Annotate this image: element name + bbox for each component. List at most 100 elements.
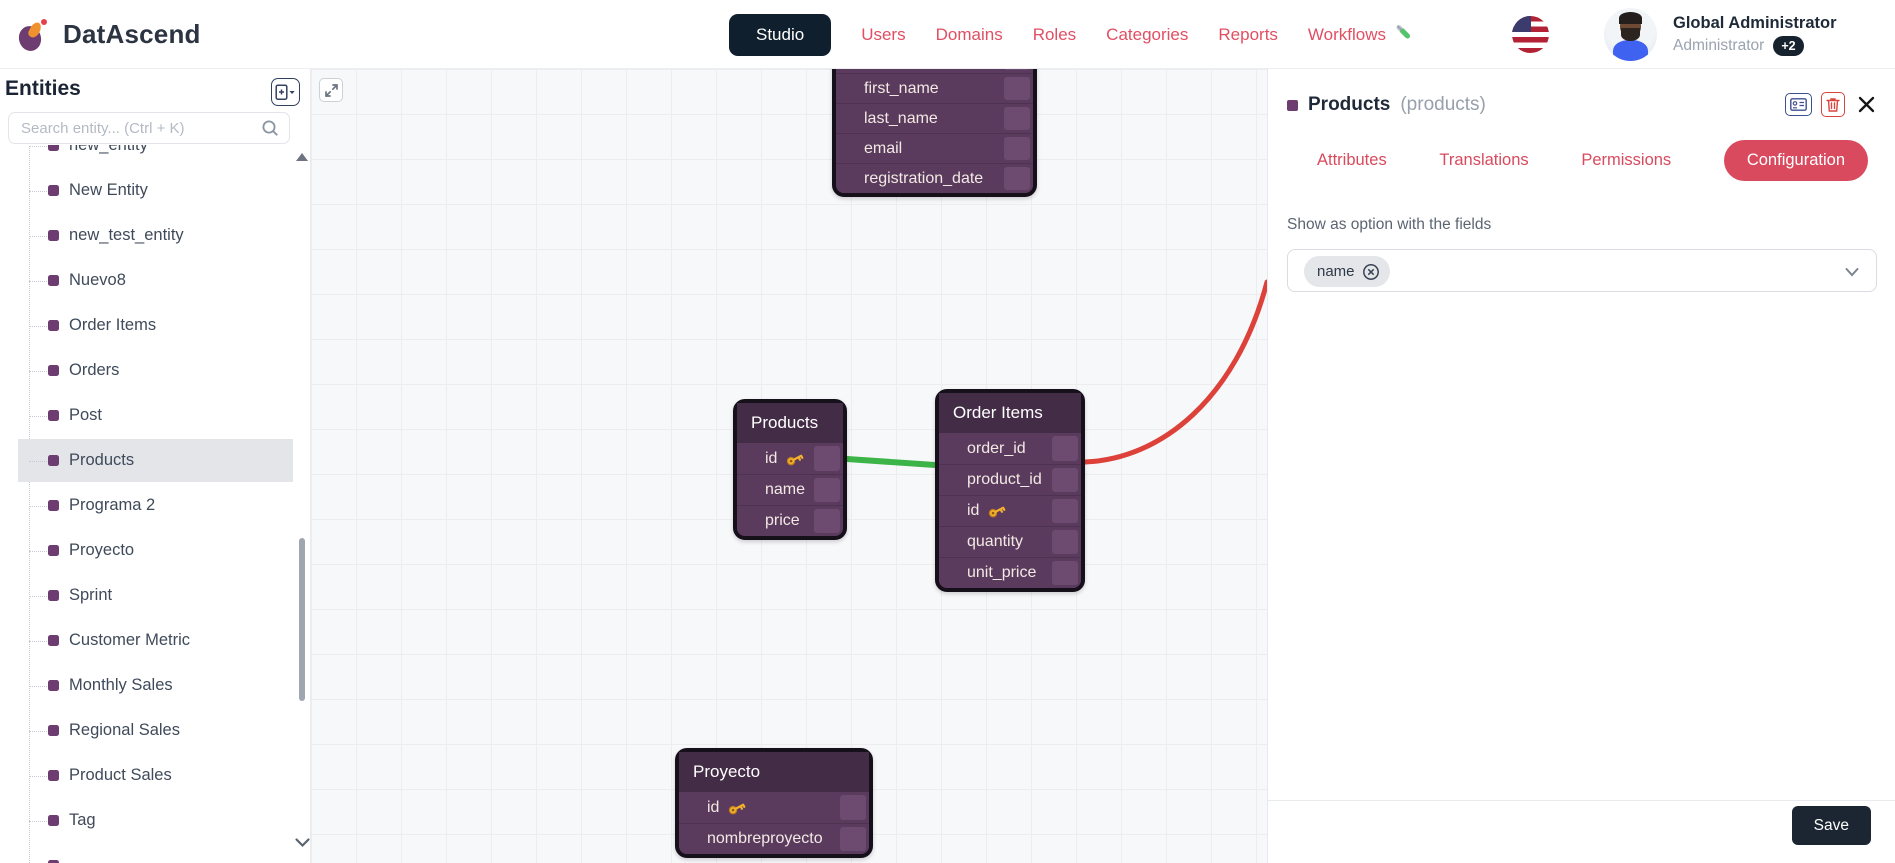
nav-domains[interactable]: Domains [936, 25, 1003, 45]
entity-bullet-icon [48, 815, 59, 826]
selected-field-chip[interactable]: name [1304, 256, 1390, 287]
table-title: Proyecto [679, 752, 869, 792]
entity-search-input[interactable] [21, 113, 251, 143]
fields-multiselect[interactable]: name [1287, 249, 1877, 292]
sidebar-item-regional-sales[interactable]: Regional Sales [0, 708, 310, 753]
entity-label: Proyecto [69, 541, 135, 559]
nav-reports[interactable]: Reports [1218, 25, 1278, 45]
nav-roles[interactable]: Roles [1033, 25, 1076, 45]
tab-permissions[interactable]: Permissions [1581, 151, 1672, 169]
orderitems-outgoing-link[interactable] [1082, 279, 1267, 465]
field-row-quantity[interactable]: quantity [939, 526, 1081, 557]
field-row-first-name[interactable]: first_name [836, 73, 1033, 103]
tree-branch [29, 775, 47, 777]
field-label: order_id [967, 439, 1026, 457]
products-orderitems-link[interactable] [844, 456, 938, 468]
nav-label: Categories [1106, 24, 1189, 44]
field-row-registration-date[interactable]: registration_date [836, 163, 1033, 193]
sidebar-item-monthly-sales[interactable]: Monthly Sales [0, 663, 310, 708]
tab-attributes[interactable]: Attributes [1317, 151, 1387, 169]
delete-entity-button[interactable] [1821, 92, 1845, 117]
field-row-nombreproyecto[interactable]: nombreproyecto [679, 823, 869, 854]
scroll-up-arrow-icon[interactable] [296, 153, 308, 161]
field-row-product-id[interactable]: product_id [939, 464, 1081, 495]
expand-canvas-button[interactable] [319, 78, 343, 102]
sidebar-item-programa-2[interactable]: Programa 2 [0, 483, 310, 528]
sidebar-item-product-sales[interactable]: Product Sales [0, 753, 310, 798]
field-handle[interactable] [1052, 468, 1078, 492]
user-name: Global Administrator [1673, 13, 1837, 32]
sidebar-item-nuevo8[interactable]: Nuevo8 [0, 258, 310, 303]
field-handle[interactable] [814, 478, 840, 502]
entity-label: Orders [69, 361, 120, 379]
sidebar-item-new-entity[interactable]: New Entity [0, 168, 310, 213]
avatar[interactable] [1604, 8, 1657, 61]
field-row-email[interactable]: email [836, 133, 1033, 163]
field-handle[interactable] [1004, 77, 1030, 100]
field-handle[interactable] [1004, 69, 1030, 70]
field-handle[interactable] [814, 509, 840, 533]
new-entity-button[interactable] [271, 78, 300, 106]
field-label: id [765, 449, 778, 467]
field-handle[interactable] [1004, 137, 1030, 160]
tab-configuration[interactable]: Configuration [1723, 140, 1868, 181]
tab-translations[interactable]: Translations [1439, 151, 1529, 169]
field-handle[interactable] [1004, 167, 1030, 190]
field-handle[interactable] [840, 795, 866, 820]
remove-chip-icon[interactable] [1362, 263, 1380, 281]
sidebar-item-order-items[interactable]: Order Items [0, 303, 310, 348]
entity-label: Products [69, 451, 135, 469]
sidebar-item-new-test-entity[interactable]: new_test_entity [0, 213, 310, 258]
sidebar-item-sprint[interactable]: Sprint [0, 573, 310, 618]
field-row-name[interactable]: name [737, 474, 843, 505]
entity-card-button[interactable] [1785, 93, 1812, 116]
sidebar-item-customer-metric[interactable]: Customer Metric [0, 618, 310, 663]
field-handle[interactable] [840, 827, 866, 851]
sidebar-item-proyecto[interactable]: Proyecto [0, 528, 310, 573]
field-row-price[interactable]: price [737, 505, 843, 536]
sidebar-item-products[interactable]: Products [0, 438, 310, 483]
field-handle[interactable] [1052, 561, 1078, 585]
field-row-id[interactable]: id [939, 495, 1081, 526]
close-panel-button[interactable] [1854, 92, 1878, 117]
field-row-id[interactable]: id [679, 792, 869, 823]
language-flag-icon[interactable] [1512, 16, 1549, 53]
field-row-order-id[interactable]: order_id [939, 433, 1081, 464]
sidebar-item-new-entity[interactable]: new_entity [0, 145, 310, 168]
sidebar-item-orders[interactable]: Orders [0, 348, 310, 393]
field-row-clipped[interactable] [836, 69, 1033, 73]
field-handle[interactable] [1052, 499, 1078, 523]
user-menu[interactable]: Global Administrator Administrator +2 [1604, 8, 1837, 61]
chip-label: name [1317, 263, 1355, 280]
field-row-last-name[interactable]: last_name [836, 103, 1033, 133]
field-handle[interactable] [1052, 530, 1078, 554]
nav-categories[interactable]: Categories [1106, 25, 1188, 45]
sidebar-item-item[interactable] [0, 843, 310, 863]
brand: DatAscend [16, 0, 201, 69]
field-row-unit-price[interactable]: unit_price [939, 557, 1081, 588]
sidebar-item-post[interactable]: Post [0, 393, 310, 438]
chevron-down-icon[interactable] [1843, 263, 1861, 281]
sidebar-item-tag[interactable]: Tag [0, 798, 310, 843]
field-handle[interactable] [814, 446, 840, 471]
nav-studio[interactable]: Studio [729, 13, 832, 56]
scroll-down-chevron-icon[interactable] [294, 837, 311, 849]
entity-bullet-icon [48, 455, 59, 466]
tree-branch [29, 460, 47, 462]
nav-label: Roles [1032, 24, 1077, 44]
field-handle[interactable] [1052, 436, 1078, 461]
field-handle[interactable] [1004, 107, 1030, 130]
nav-workflows[interactable]: Workflows [1308, 25, 1412, 45]
field-label: name [765, 481, 806, 498]
sidebar-scrollbar-thumb[interactable] [299, 538, 305, 701]
entity-bullet-icon [48, 680, 59, 691]
save-button[interactable]: Save [1791, 806, 1871, 845]
field-row-id[interactable]: id [737, 443, 843, 474]
nav-users[interactable]: Users [861, 25, 905, 45]
